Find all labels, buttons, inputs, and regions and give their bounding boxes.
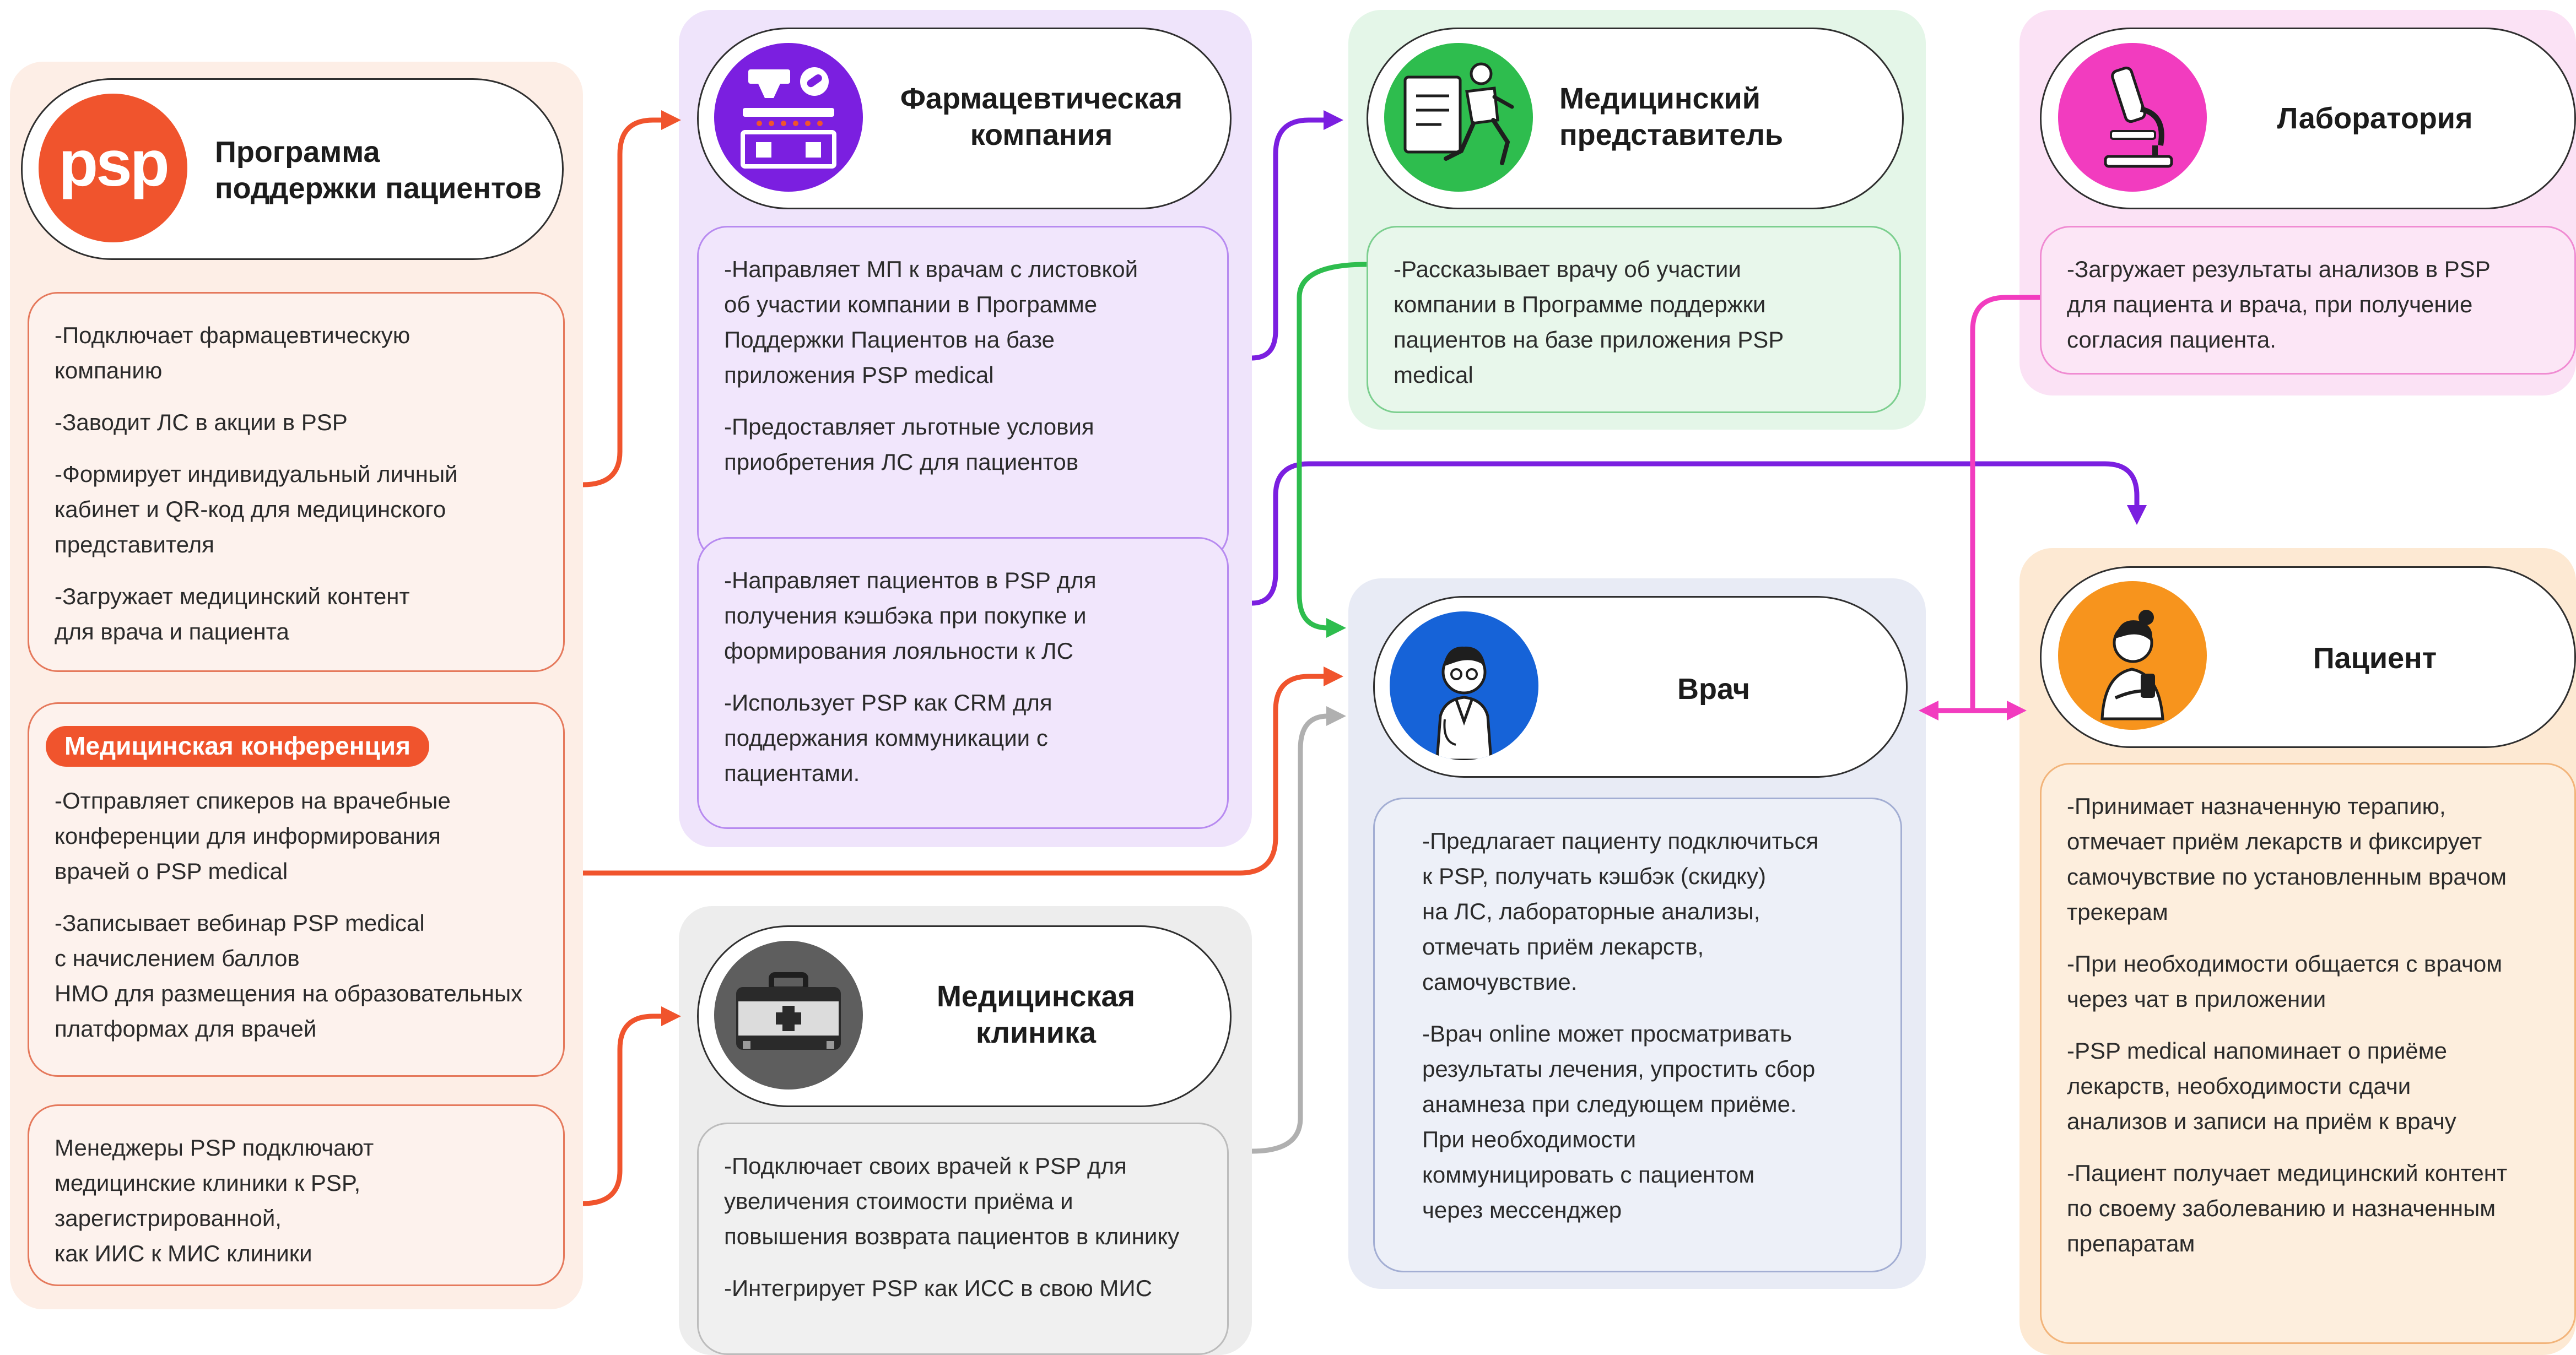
factory-icon — [714, 43, 863, 192]
pharma-box-2: -Направляет пациентов в PSP для получени… — [697, 537, 1229, 829]
conference-badge: Медицинская конференция — [46, 726, 429, 767]
arrow-pharma-to-rep — [1251, 110, 1343, 361]
patient-title: Пациент — [2313, 642, 2437, 675]
list-item: -Формирует индивидуальный личный кабинет… — [55, 461, 458, 557]
arrow-psp-to-pharma — [582, 110, 681, 487]
list-item: -Загружает результаты анализов в PSP для… — [2067, 256, 2491, 353]
list-item: -PSP medical напоминает о приёме лекарст… — [2067, 1038, 2456, 1134]
clinic-title: Медицинская клиника — [936, 980, 1136, 1049]
pharma-title: Фармацевтическая компания — [900, 82, 1183, 151]
list-item: -Использует PSP как CRM для поддержания … — [724, 690, 1052, 786]
running-rep-icon — [1384, 43, 1533, 192]
patient-icon — [2058, 581, 2207, 730]
doctor-icon — [1390, 611, 1538, 760]
list-item: -Направляет МП к врачам с листовкой об у… — [724, 256, 1138, 388]
arrow-clinic-to-doctor — [1251, 706, 1346, 1154]
pharma-box-1: -Направляет МП к врачам с листовкой об у… — [697, 226, 1229, 562]
clinic-box: -Подключает своих врачей к PSP для увели… — [697, 1123, 1229, 1355]
psp-logo-text: psp — [58, 127, 170, 200]
list-item: -При необходимости общается с врачом чер… — [2067, 951, 2503, 1012]
list-item: -Интегрирует PSP как ИСС в свою МИС — [724, 1275, 1152, 1301]
lab-title: Лаборатория — [2277, 102, 2473, 135]
list-item: -Пациент получает медицинский контент по… — [2067, 1160, 2508, 1256]
list-item: -Предоставляет льготные условия приобрет… — [724, 414, 1094, 475]
psp-title: Программа поддержки пациентов — [215, 136, 542, 205]
rep-box: -Рассказывает врачу об участии компании … — [1367, 226, 1901, 413]
rep-title: Медицинский представитель — [1559, 82, 1784, 151]
list-item: -Отправляет спикеров на врачебные конфер… — [55, 788, 451, 884]
list-item: -Загружает медицинский контент для врача… — [55, 583, 410, 644]
lab-box: -Загружает результаты анализов в PSP для… — [2040, 226, 2576, 375]
arrow-managers-to-clinic — [582, 1006, 681, 1206]
doctor-title: Врач — [1677, 673, 1751, 706]
patient-box: -Принимает назначенную терапию, отмечает… — [2040, 763, 2576, 1344]
list-item: -Подключает своих врачей к PSP для увели… — [724, 1153, 1180, 1249]
list-item: -Врач online может просматривать результ… — [1422, 1021, 1816, 1223]
briefcase-icon — [714, 941, 863, 1090]
list-item: -Записывает вебинар PSP medical с начисл… — [55, 910, 523, 1042]
managers-box: Менеджеры PSP подключают медицинские кли… — [28, 1104, 565, 1286]
psp-panel — [10, 62, 583, 1309]
psp-functions-box: -Подключает фармацевтическую компанию -З… — [28, 292, 565, 672]
list-item: -Рассказывает врачу об участии компании … — [1394, 256, 1784, 388]
list-item: -Принимает назначенную терапию, отмечает… — [2067, 793, 2507, 925]
list-item: -Предлагает пациенту подключиться к PSP,… — [1422, 828, 1819, 995]
psp-logo: psp — [39, 94, 187, 242]
managers-text: Менеджеры PSP подключают медицинские кли… — [55, 1135, 374, 1266]
list-item: -Подключает фармацевтическую компанию — [55, 322, 411, 383]
list-item: -Заводит ЛС в акции в PSP — [55, 409, 348, 435]
conference-box: Медицинская конференция -Отправляет спик… — [28, 702, 565, 1077]
microscope-icon — [2058, 43, 2207, 192]
doctor-box: -Предлагает пациенту подключиться к PSP,… — [1373, 798, 1902, 1272]
list-item: -Направляет пациентов в PSP для получени… — [724, 567, 1097, 664]
